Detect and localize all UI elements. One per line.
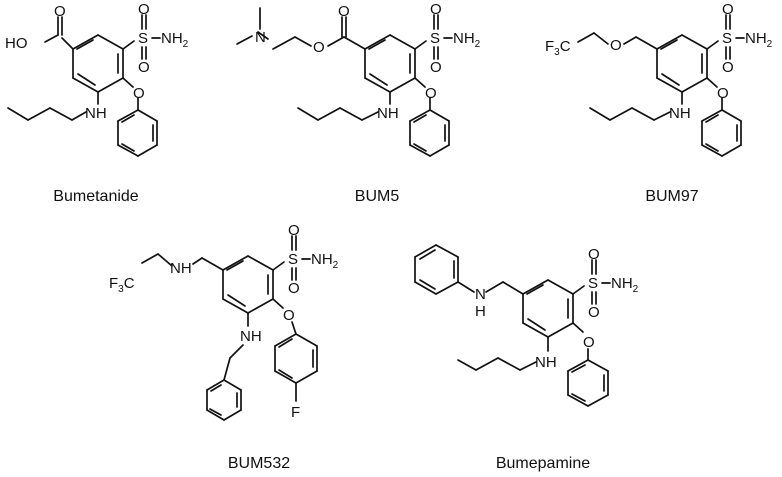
bonds bbox=[414, 244, 611, 407]
atom-label: O bbox=[583, 334, 595, 351]
atom-label: NH bbox=[535, 354, 557, 371]
atom-label: NH bbox=[377, 105, 399, 122]
bonds bbox=[141, 235, 318, 421]
atom-label: NH bbox=[669, 105, 691, 122]
atom-label: N bbox=[475, 286, 486, 303]
atom-label: O bbox=[722, 1, 734, 18]
molecule-bumepamine: N H S O O NH2 O NH Bumepamine bbox=[414, 244, 639, 472]
molecule-bum5: N O O S O O NH2 O NH BUM5 bbox=[236, 1, 481, 205]
atom-label: O bbox=[588, 304, 600, 321]
atom-label: S bbox=[288, 251, 298, 268]
atom-label: HO bbox=[5, 35, 28, 52]
atom-label: NH bbox=[85, 105, 107, 122]
atom-label: N bbox=[255, 29, 266, 46]
atom-label: O bbox=[54, 3, 66, 20]
molecule-name: BUM532 bbox=[228, 455, 290, 472]
atom-label: O bbox=[138, 1, 150, 18]
bonds bbox=[236, 7, 453, 157]
atom-label: O bbox=[133, 85, 145, 102]
atom-label: O bbox=[288, 280, 300, 297]
atom-label: H bbox=[475, 303, 486, 320]
atom-label: NH2 bbox=[161, 30, 189, 50]
molecule-bumetanide: HO O S O O NH2 O NH Bumetanide bbox=[5, 1, 189, 205]
atom-label: S bbox=[138, 30, 148, 47]
atom-label: O bbox=[338, 3, 350, 20]
atom-label: O bbox=[717, 85, 729, 102]
atom-label: F3C bbox=[109, 275, 135, 295]
atom-label: NH2 bbox=[311, 251, 339, 271]
bonds bbox=[7, 14, 161, 157]
molecule-name: Bumepamine bbox=[496, 455, 590, 472]
bonds bbox=[577, 14, 745, 157]
atom-label: NH bbox=[170, 260, 192, 277]
molecule-name: Bumetanide bbox=[53, 188, 138, 205]
atom-labels: F3C NH S O O NH2 O NH F bbox=[109, 222, 339, 421]
molecule-bum532: F3C NH S O O NH2 O NH F BUM532 bbox=[109, 222, 339, 472]
atom-labels: N O O S O O NH2 O NH bbox=[255, 1, 481, 122]
atom-label: O bbox=[610, 37, 622, 54]
atom-label: F bbox=[291, 404, 300, 421]
atom-label: O bbox=[288, 222, 300, 239]
atom-label: F3C bbox=[545, 38, 571, 58]
atom-labels: F3C O S O O NH2 O NH bbox=[545, 1, 773, 122]
atom-label: O bbox=[283, 307, 295, 324]
molecule-bum97: F3C O S O O NH2 O NH BUM97 bbox=[545, 1, 773, 205]
atom-label: O bbox=[722, 59, 734, 76]
atom-labels: HO O S O O NH2 O NH bbox=[5, 1, 189, 122]
atom-label: S bbox=[430, 30, 440, 47]
atom-label: NH2 bbox=[453, 30, 481, 50]
atom-label: O bbox=[138, 59, 150, 76]
molecule-name: BUM97 bbox=[645, 188, 698, 205]
atom-label: O bbox=[313, 39, 325, 56]
atom-label: NH2 bbox=[745, 30, 773, 50]
atom-labels: N H S O O NH2 O NH bbox=[475, 246, 639, 371]
atom-label: S bbox=[722, 30, 732, 47]
atom-label: S bbox=[588, 275, 598, 292]
atom-label: NH2 bbox=[611, 275, 639, 295]
atom-label: O bbox=[588, 246, 600, 263]
atom-label: O bbox=[425, 85, 437, 102]
atom-label: NH bbox=[240, 328, 262, 345]
atom-label: O bbox=[430, 59, 442, 76]
molecule-name: BUM5 bbox=[355, 188, 400, 205]
atom-label: O bbox=[430, 1, 442, 18]
